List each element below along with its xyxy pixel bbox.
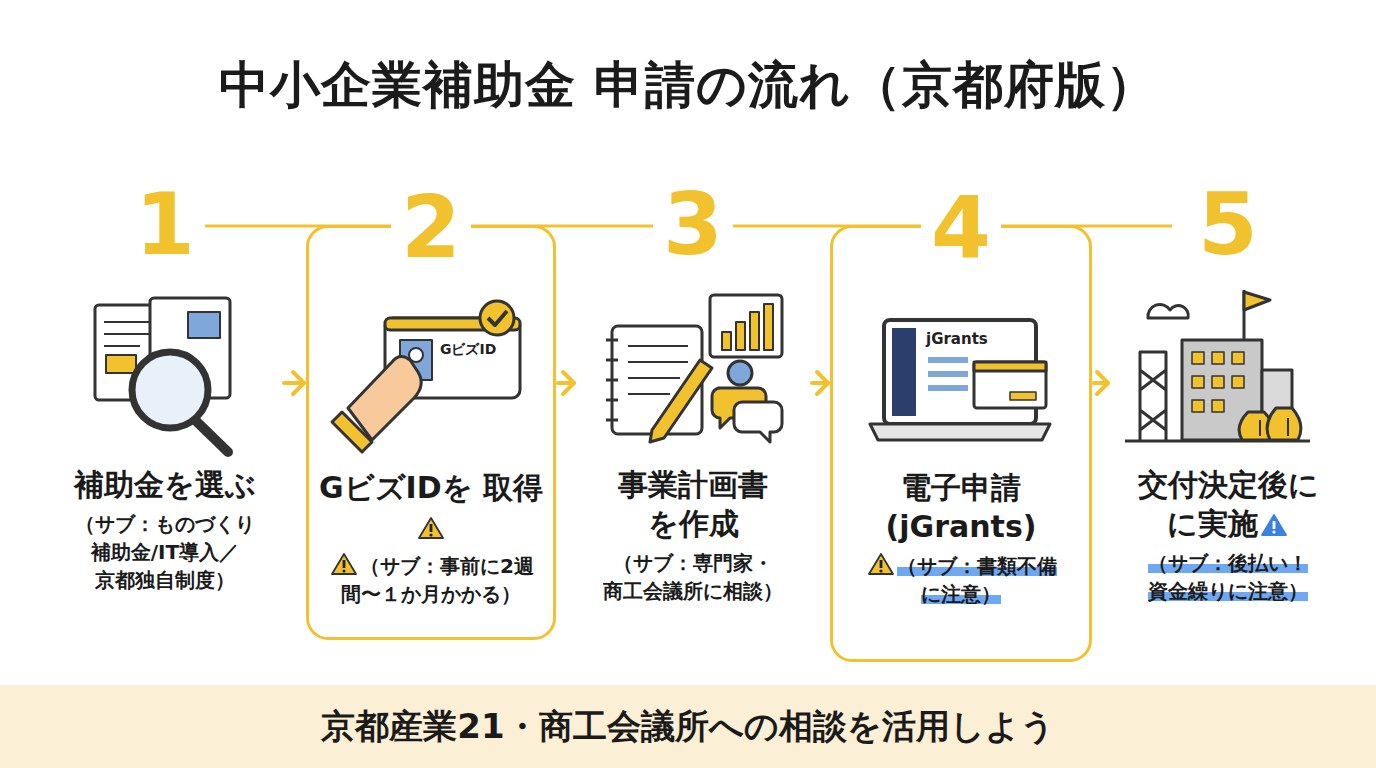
step-number: 4 [921,177,1001,277]
diagram-title: 中小企業補助金 申請の流れ（京都府版） [0,52,1376,119]
step-number-wrap: 3 [576,181,810,267]
step-content: GビズIDを 取得 （サブ：事前に2週 間〜１か月かかる） [309,468,553,608]
step-number-wrap: 1 [48,181,282,267]
icon-label: GビズID [440,341,496,359]
flow-arrow [812,372,828,394]
step-label-wrap: 交付決定後に に実施 [1116,465,1340,543]
step-label: 補助金を選ぶ [74,467,256,502]
step-number-wrap: 4 [833,184,1089,270]
footer-band: 京都産業21・商工会議所への相談を活用しよう [0,685,1376,768]
step-number: 2 [391,177,471,277]
step-sub: （サブ：事前に2週 間〜１か月かかる） [341,554,534,606]
step-sub-wrap: （サブ：事前に2週 間〜１か月かかる） [315,552,547,608]
step-label: 事業計画書 を作成 [618,467,768,541]
step-label: 電子申請 (jGrants) [886,470,1037,544]
plan-icon [606,295,782,442]
step-sub-wrap: （サブ：専門家・ 商工会議所に相談） [582,549,804,605]
step-sub: （サブ：ものづくり 補助金/IT導入／ 京都独自制度） [75,512,255,592]
footer-text: 京都産業21・商工会議所への相談を活用しよう [321,704,1054,750]
step-box: 1補助金を選ぶ（サブ：ものづくり 補助金/IT導入／ 京都独自制度） [48,225,282,612]
warning-icon [868,552,894,576]
step-content: 補助金を選ぶ （サブ：ものづくり 補助金/IT導入／ 京都独自制度） [48,465,282,594]
building-icon [1125,290,1310,441]
step-label-wrap: 電子申請 (jGrants) [839,468,1083,546]
step-sub: （サブ：後払い！ 資金繰りに注意） [1148,551,1308,603]
step-number: 1 [125,174,205,274]
warning-icon [1261,513,1287,537]
step-box: 2GビズIDを 取得（サブ：事前に2週 間〜１か月かかる） [306,225,556,640]
flow-arrow [284,372,304,394]
step-box: 4電子申請 (jGrants)（サブ：書類不備 に注意） [830,225,1092,662]
flow-arrow [1094,372,1108,394]
step-content: 電子申請 (jGrants) （サブ：書類不備 に注意） [833,468,1089,608]
step-label-wrap: 補助金を選ぶ [54,465,276,504]
step-sub-wrap: （サブ：後払い！ 資金繰りに注意） [1116,549,1340,605]
step-label: 交付決定後に に実施 [1138,467,1319,541]
step-label: GビズIDを 取得 [319,470,543,505]
warning-icon [418,516,444,540]
step-sub: （サブ：書類不備 に注意） [897,554,1057,606]
step-number-wrap: 5 [1110,181,1346,267]
step-sub: （サブ：専門家・ 商工会議所に相談） [603,551,783,603]
laptop-icon [870,320,1050,440]
step-content: 交付決定後に に実施 （サブ：後払い！ 資金繰りに注意） [1110,465,1346,605]
step-sub-wrap: （サブ：書類不備 に注意） [839,552,1083,608]
step-box: 5交付決定後に に実施（サブ：後払い！ 資金繰りに注意） [1110,225,1346,623]
step-number-wrap: 2 [309,184,553,270]
step-number: 5 [1188,174,1268,274]
step-sub-wrap: （サブ：ものづくり 補助金/IT導入／ 京都独自制度） [54,510,276,594]
warning-icon [331,552,357,576]
step-content: 事業計画書 を作成 （サブ：専門家・ 商工会議所に相談） [576,465,810,605]
flow-arrow [558,372,574,394]
step-label-wrap: 事業計画書 を作成 [582,465,804,543]
step-label-wrap: GビズIDを 取得 [315,468,547,546]
icon-label: jGrants [926,330,988,348]
step-number: 3 [653,174,733,274]
search-icon [95,298,230,452]
gbiz-card-icon [332,301,520,452]
step-box: 3事業計画書 を作成（サブ：専門家・ 商工会議所に相談） [576,225,810,623]
